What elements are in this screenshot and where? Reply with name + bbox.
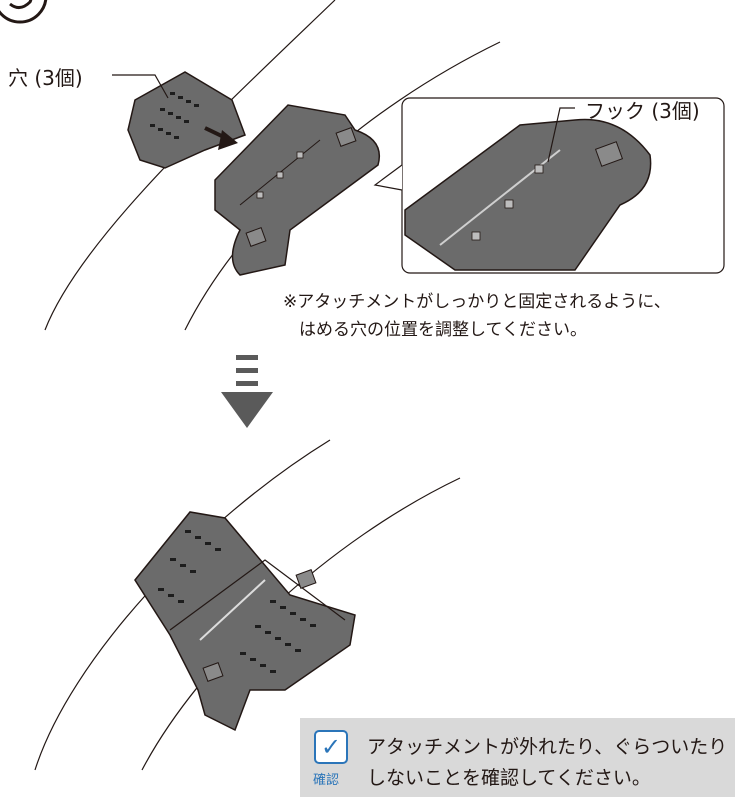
down-arrow — [221, 355, 273, 428]
confirm-line2: しないことを確認してください。 — [367, 767, 651, 789]
adjust-note-line2: はめる穴の位置を調整してください。 — [299, 320, 587, 340]
attachment-assembled — [134, 511, 356, 732]
attachment-top — [214, 104, 380, 276]
adjust-note-line1: ※アタッチメントがしっかりと固定されるように、 — [283, 292, 671, 312]
confirm-panel: ✓ 確認 アタッチメントが外れたり、ぐらついたり しないことを確認してください。 — [300, 718, 735, 797]
confirm-line1: アタッチメントが外れたり、ぐらついたり — [367, 736, 728, 758]
hook-label: フック (3個) — [585, 99, 700, 123]
hook-callout — [373, 97, 725, 274]
hole-leader-line — [112, 74, 169, 99]
confirm-caption: 確認 — [313, 773, 340, 788]
check-icon: ✓ — [314, 730, 348, 764]
hole-label: 穴 (3個) — [8, 66, 83, 90]
adjust-note: ※アタッチメントがしっかりと固定されるように、 はめる穴の位置を調整してください… — [283, 288, 671, 344]
confirm-text: アタッチメントが外れたり、ぐらついたり しないことを確認してください。 — [367, 732, 727, 794]
step-number-badge — [0, 0, 48, 24]
strap-with-holes — [127, 71, 246, 169]
band-outer-curve-top — [44, 0, 336, 331]
